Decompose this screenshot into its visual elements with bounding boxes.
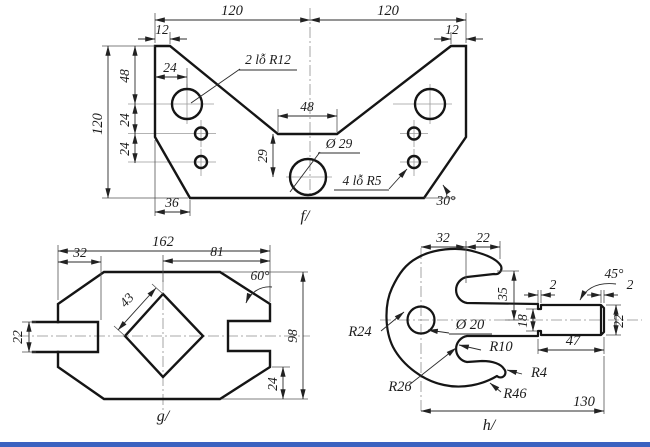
f-note-4-holes-r5: 4 lỗ R5 xyxy=(343,173,382,188)
h-caption: h/ xyxy=(483,417,497,434)
h-label-45deg: 45° xyxy=(605,266,625,281)
g-dim-label-162: 162 xyxy=(152,234,174,250)
figure-g: 162 32 81 60° 43 22 98 24 g/ xyxy=(10,234,310,425)
f-hole-r12-left xyxy=(170,87,204,121)
f-hole-r5-left-2 xyxy=(193,154,209,170)
f-note-2-holes-r12: 2 lỗ R12 xyxy=(245,52,291,67)
f-dim-label-120-left: 120 xyxy=(221,3,244,19)
f-dim-label-24-top: 24 xyxy=(163,60,177,75)
figure-f: 120 120 12 12 120 48 24 24 24 48 29 Ø 29… xyxy=(90,3,483,225)
g-dim-label-98: 98 xyxy=(285,329,300,343)
h-hole-d20 xyxy=(406,305,436,335)
f-hole-r5-right-1 xyxy=(406,126,422,141)
g-dim-label-81: 81 xyxy=(210,244,224,259)
f-angle-arc xyxy=(442,184,451,199)
f-dim-label-12-left: 12 xyxy=(155,22,169,37)
g-label-60deg: 60° xyxy=(251,268,271,283)
g-dim-label-32: 32 xyxy=(72,245,87,260)
figure-h: 32 22 45° 2 2 35 18 22 47 130 R24 Ø 20 R… xyxy=(347,230,642,434)
h-label-r10: R10 xyxy=(488,339,513,355)
g-caption: g/ xyxy=(157,408,171,425)
h-45deg-leader xyxy=(579,283,617,301)
h-dim-label-130: 130 xyxy=(573,394,596,410)
f-r12-leader xyxy=(190,68,241,104)
f-d29-leader xyxy=(289,151,321,193)
f-label-d29: Ø 29 xyxy=(325,136,353,151)
h-dim-label-47: 47 xyxy=(566,333,581,349)
f-dim-label-48: 48 xyxy=(117,69,132,83)
f-dim-label-120-right: 120 xyxy=(377,3,400,19)
f-caption: f/ xyxy=(301,208,311,225)
f-dim-label-24b: 24 xyxy=(117,142,132,156)
h-dim-label-22: 22 xyxy=(476,230,490,245)
h-label-r24: R24 xyxy=(347,324,371,340)
h-d20-leader xyxy=(427,328,450,334)
g-outline xyxy=(56,270,272,401)
f-r5-leader xyxy=(388,168,408,190)
f-dim-label-24a: 24 xyxy=(117,113,132,127)
g-angle-arc xyxy=(245,286,273,304)
f-dim-label-48-notch: 48 xyxy=(300,99,314,114)
h-dim-label-35: 35 xyxy=(495,287,510,302)
h-r46-leader xyxy=(489,382,502,393)
h-outline xyxy=(385,247,606,388)
h-label-d20: Ø 20 xyxy=(455,317,485,333)
h-dim-label-2r: 2 xyxy=(627,277,634,292)
f-hole-r5-left-1 xyxy=(193,126,209,141)
g-dim-label-22: 22 xyxy=(10,330,25,344)
h-r24-leader xyxy=(380,311,405,332)
h-dim-label-2l: 2 xyxy=(550,277,557,292)
f-dim-label-29: 29 xyxy=(255,149,270,163)
h-dim-label-32: 32 xyxy=(435,230,450,245)
g-ext-43-b xyxy=(151,283,164,295)
g-dim-label-24: 24 xyxy=(265,377,280,391)
f-hole-r5-right-2 xyxy=(406,154,422,170)
bottom-edge-bar xyxy=(0,442,650,447)
f-hole-d29 xyxy=(288,157,328,197)
f-label-30deg: 30° xyxy=(436,193,457,208)
f-dim-label-36: 36 xyxy=(164,195,179,210)
f-outline xyxy=(153,44,468,200)
f-dim-label-height: 120 xyxy=(90,112,106,135)
g-left-slot xyxy=(31,320,100,354)
h-label-r46: R46 xyxy=(502,386,527,402)
h-dim-label-18: 18 xyxy=(515,314,530,328)
h-dim-label-22r: 22 xyxy=(611,314,626,328)
h-r26-leader xyxy=(408,347,457,386)
h-label-r26: R26 xyxy=(387,379,412,395)
f-dim-label-12-right: 12 xyxy=(445,22,459,37)
g-ext-43-a xyxy=(113,325,126,337)
f-hole-r12-right xyxy=(413,87,447,121)
g-dim-43 xyxy=(117,287,157,331)
h-r10-leader xyxy=(458,344,482,351)
h-label-r4: R4 xyxy=(530,365,547,381)
h-r4-leader xyxy=(506,369,523,376)
